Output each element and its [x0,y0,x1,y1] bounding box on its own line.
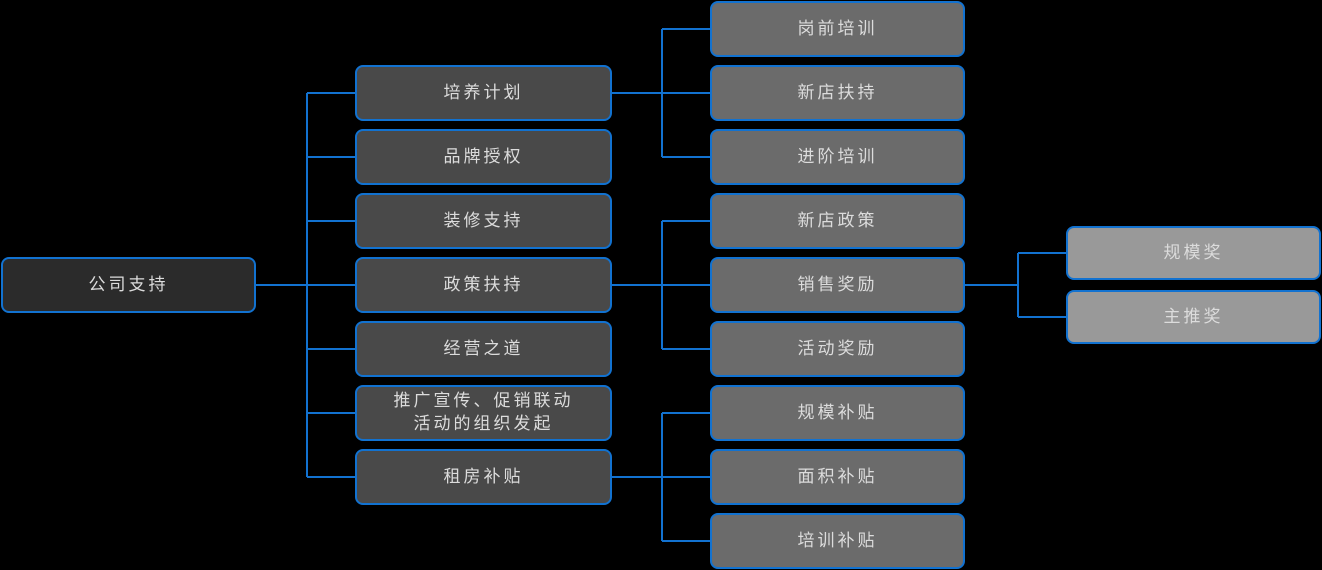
node-l1-3[interactable]: 政策扶持 [355,257,612,313]
node-l2-4[interactable]: 销售奖励 [710,257,965,313]
node-label: 规模补贴 [797,402,878,423]
node-l1-1[interactable]: 品牌授权 [355,129,612,185]
node-l2-5[interactable]: 活动奖励 [710,321,965,377]
node-l2-2[interactable]: 进阶培训 [710,129,965,185]
node-label: 品牌授权 [443,146,524,167]
node-l1-4[interactable]: 经营之道 [355,321,612,377]
node-l1-5[interactable]: 推广宣传、促销联动 活动的组织发起 [355,385,612,441]
node-label: 租房补贴 [443,466,524,487]
node-label: 培训补贴 [797,530,878,551]
node-label: 进阶培训 [797,146,878,167]
node-label: 公司支持 [88,274,169,295]
node-label: 规模奖 [1163,242,1224,263]
node-label: 主推奖 [1163,306,1224,327]
node-l2-3[interactable]: 新店政策 [710,193,965,249]
node-label: 装修支持 [443,210,524,231]
node-label: 活动奖励 [797,338,878,359]
node-label: 新店政策 [797,210,878,231]
node-label: 面积补贴 [797,466,878,487]
node-l3-1[interactable]: 主推奖 [1066,290,1321,344]
node-label: 销售奖励 [797,274,878,295]
node-l3-0[interactable]: 规模奖 [1066,226,1321,280]
node-label: 政策扶持 [443,274,524,295]
node-l2-0[interactable]: 岗前培训 [710,1,965,57]
node-label: 经营之道 [443,338,524,359]
node-l2-7[interactable]: 面积补贴 [710,449,965,505]
node-l1-0[interactable]: 培养计划 [355,65,612,121]
node-l2-8[interactable]: 培训补贴 [710,513,965,569]
node-l1-6[interactable]: 租房补贴 [355,449,612,505]
node-l2-1[interactable]: 新店扶持 [710,65,965,121]
node-label: 推广宣传、促销联动 活动的组织发起 [393,391,574,434]
node-l2-6[interactable]: 规模补贴 [710,385,965,441]
node-label: 培养计划 [443,82,524,103]
node-root[interactable]: 公司支持 [1,257,256,313]
node-label: 新店扶持 [797,82,878,103]
node-l1-2[interactable]: 装修支持 [355,193,612,249]
node-label: 岗前培训 [797,18,878,39]
